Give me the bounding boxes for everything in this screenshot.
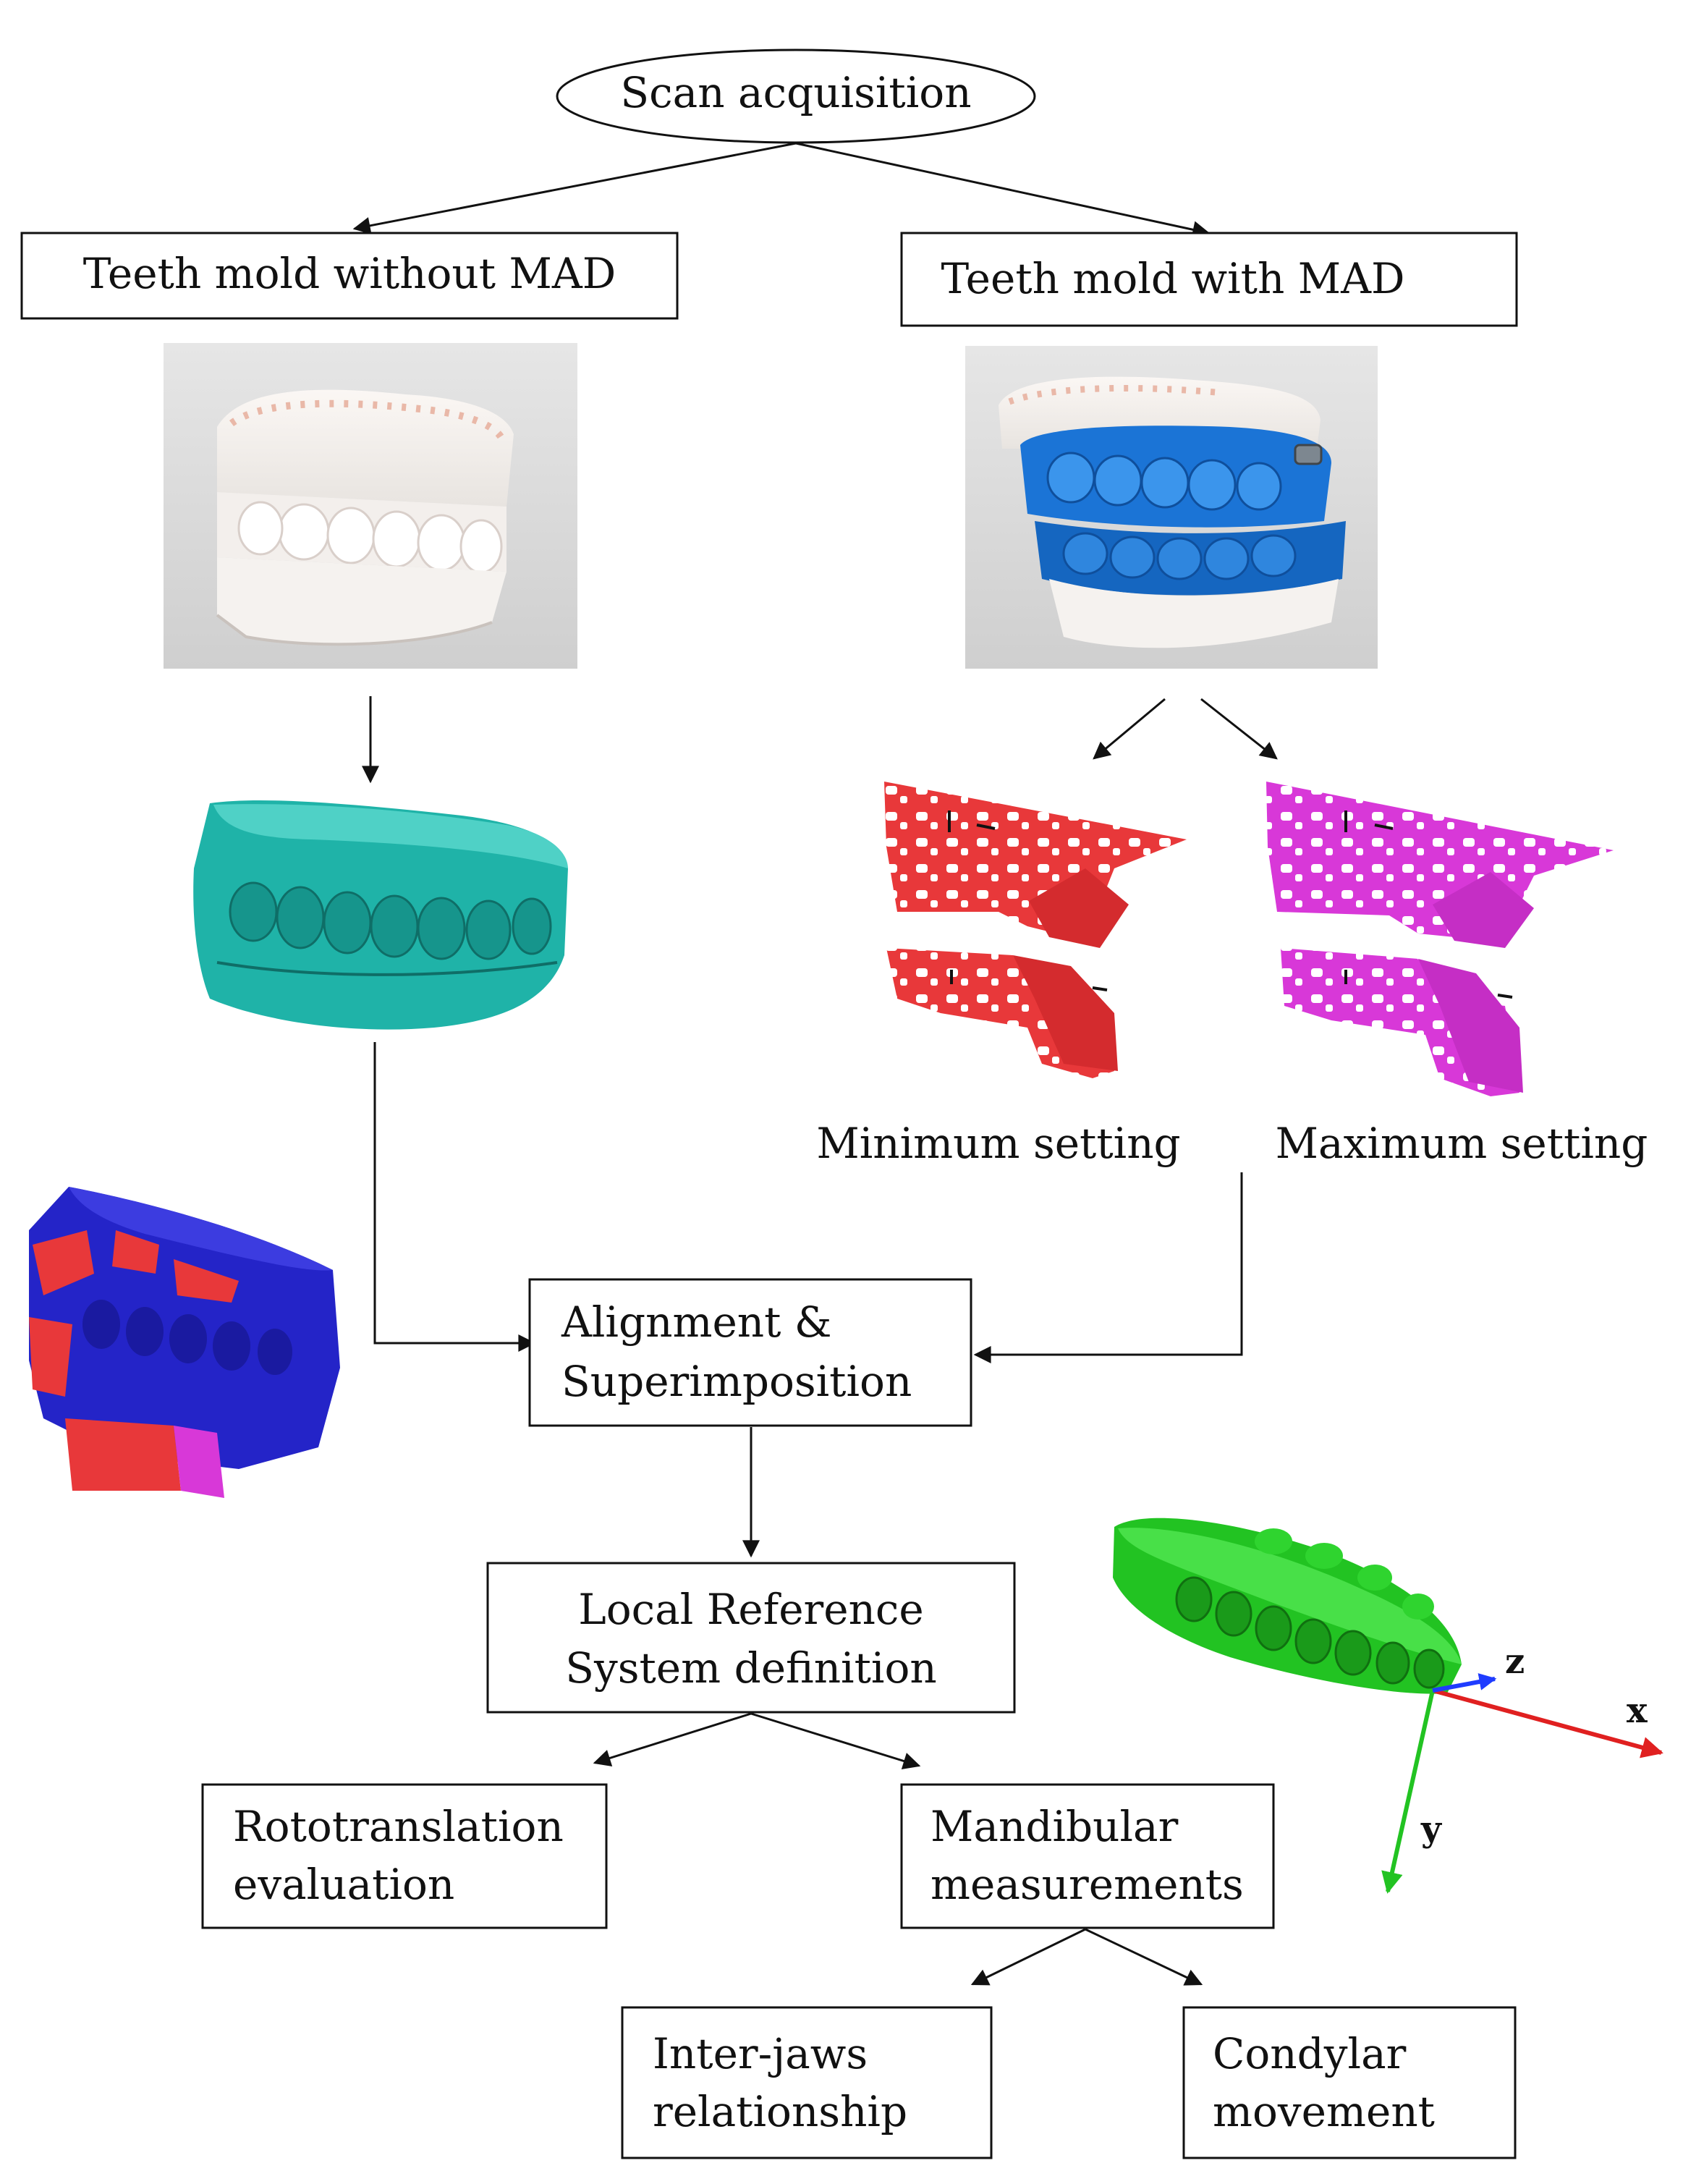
condylar-node: Condylar movement: [1182, 2006, 1517, 2159]
mandibular-label-line2: measurements: [930, 1860, 1244, 1909]
photo-mold-with-mad: [965, 346, 1378, 669]
edge-lrs-to-mandibular: [750, 1712, 921, 1770]
interjaws-node: Inter-jaws relationship: [621, 2006, 993, 2159]
minimum-setting-label: Minimum setting: [816, 1119, 1180, 1168]
edge-mad-to-maximum: [1200, 698, 1278, 760]
x-axis-arrow: [1432, 1688, 1663, 1758]
y-axis-arrow: [1381, 1690, 1435, 1894]
lrs-node: Local Reference System definition: [486, 1562, 1016, 1714]
edge-lrs-to-rototranslation: [593, 1712, 752, 1766]
alignment-node: Alignment & Superimposition: [528, 1278, 972, 1427]
edge-cyan-to-alignment: [373, 1042, 536, 1352]
rototranslation-label-line1: Rototranslation: [233, 1802, 564, 1851]
superimposed-scan-model: [29, 1187, 340, 1498]
x-axis-label: x: [1627, 1690, 1648, 1731]
alignment-label-line2: Superimposition: [561, 1357, 912, 1406]
rototranslation-node: Rototranslation evaluation: [201, 1783, 608, 1929]
rototranslation-label-line2: evaluation: [233, 1860, 454, 1909]
edge-mandibular-to-condylar: [1085, 1928, 1203, 1986]
red-scan-minimum: [884, 782, 1187, 1078]
interjaws-label-line2: relationship: [653, 2087, 907, 2136]
with-mad-node: Teeth mold with MAD: [900, 232, 1518, 327]
photo-mold-without-mad: [164, 343, 577, 669]
alignment-label-line1: Alignment &: [561, 1298, 832, 1347]
edge-scan-to-without-mad: [352, 142, 797, 234]
edge-mad-to-minimum: [1093, 698, 1166, 760]
z-axis-arrow: [1432, 1673, 1497, 1693]
lrs-label-line2: System definition: [565, 1643, 937, 1693]
z-axis-label: z: [1505, 1641, 1525, 1682]
edge-mandibular-to-interjaws: [970, 1928, 1086, 1986]
green-scan-with-axes: x y z: [1113, 1518, 1663, 1894]
condylar-label-line1: Condylar: [1213, 2029, 1407, 2078]
edge-scan-to-with-mad: [795, 142, 1211, 239]
with-mad-label: Teeth mold with MAD: [941, 254, 1404, 303]
cyan-scan-model: [193, 800, 568, 1030]
magenta-scan-maximum: [1266, 782, 1614, 1096]
mandibular-label-line1: Mandibular: [930, 1802, 1179, 1851]
y-axis-label: y: [1420, 1809, 1443, 1850]
lrs-label-line1: Local Reference: [578, 1585, 923, 1634]
scan-acquisition-label: Scan acquisition: [620, 68, 971, 117]
maximum-setting-label: Maximum setting: [1276, 1119, 1648, 1168]
condylar-label-line2: movement: [1213, 2087, 1435, 2136]
mandibular-node: Mandibular measurements: [900, 1783, 1275, 1929]
interjaws-label-line1: Inter-jaws: [653, 2029, 868, 2078]
edge-settings-to-alignment: [973, 1172, 1243, 1363]
scan-acquisition-node: Scan acquisition: [556, 48, 1036, 144]
without-mad-label: Teeth mold without MAD: [83, 249, 616, 298]
without-mad-node: Teeth mold without MAD: [20, 232, 679, 320]
